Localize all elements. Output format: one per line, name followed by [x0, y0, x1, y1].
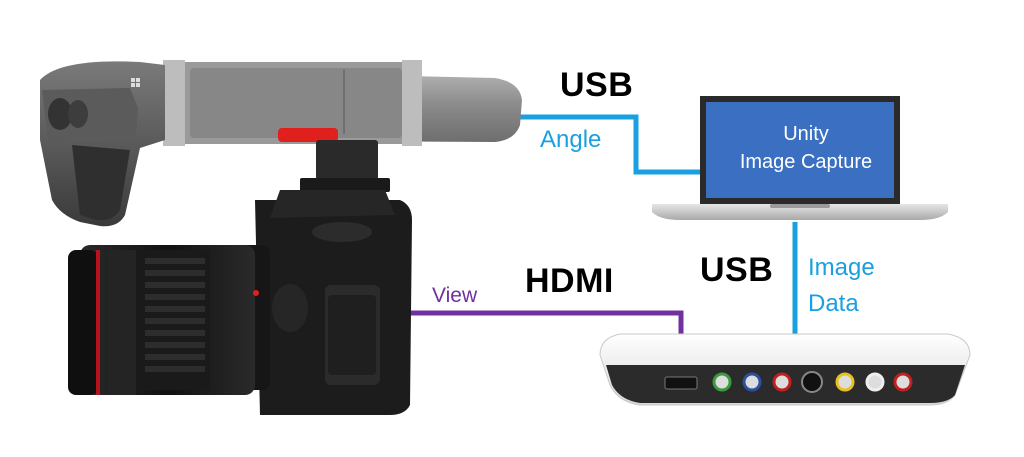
- laptop-screen-line2: Image Capture: [739, 151, 873, 173]
- usb-top-label: USB: [560, 66, 634, 104]
- view-label: View: [432, 284, 478, 307]
- usb-mid-label: USB: [700, 251, 774, 289]
- usb-angle-cable: [520, 114, 700, 175]
- capture-device-icon: [599, 333, 971, 406]
- data-label: Data: [808, 290, 859, 317]
- dslr-camera-icon: [68, 140, 412, 415]
- hololens-headset-icon: [40, 60, 522, 227]
- laptop-screen-text: Unity Image Capture: [706, 120, 906, 176]
- hdmi-label: HDMI: [525, 262, 614, 300]
- laptop-screen-line1: Unity: [783, 123, 829, 145]
- image-label: Image: [808, 254, 875, 281]
- angle-label: Angle: [540, 126, 602, 153]
- laptop-icon: [652, 96, 948, 220]
